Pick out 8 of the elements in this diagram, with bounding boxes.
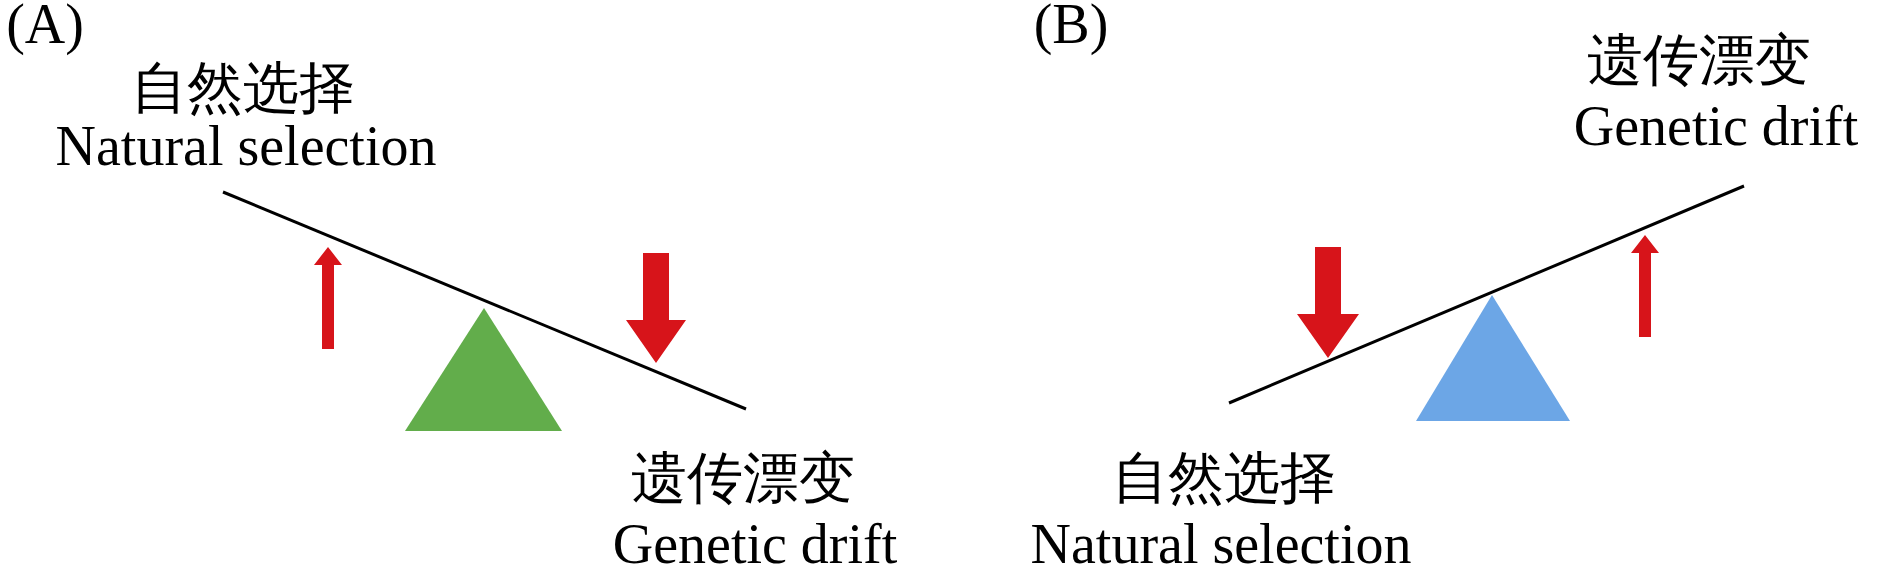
term-label: Natural selection <box>1030 512 1412 573</box>
panel-label: (B) <box>1033 0 1109 56</box>
panel-label: (A) <box>6 0 84 56</box>
term-label: Genetic drift <box>612 512 898 573</box>
term-label: Genetic drift <box>1573 94 1859 158</box>
term-label: 遗传漂变 <box>1587 28 1811 92</box>
term-label: 遗传漂变 <box>631 446 855 510</box>
term-label: 自然选择 <box>1112 446 1336 510</box>
